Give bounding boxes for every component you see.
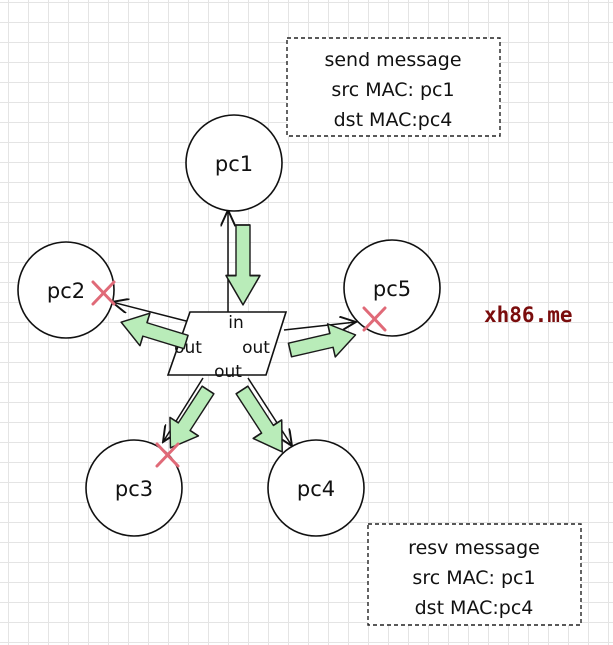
reject-mark-pc3 [155, 442, 180, 468]
recv-note-line3: dst MAC:pc4 [415, 597, 534, 619]
reject-mark-pc5 [362, 306, 387, 332]
send-message-note: send message src MAC: pc1 dst MAC:pc4 [286, 37, 501, 137]
flow-arrow-into-switch [225, 224, 261, 306]
switch-out-right-port: out [242, 338, 270, 358]
link-switch-pc5 [283, 322, 356, 330]
link-switch-pc2 [112, 302, 191, 323]
reject-mark-pc2 [91, 280, 116, 306]
receive-message-note: resv message src MAC: pc1 dst MAC:pc4 [367, 523, 582, 626]
send-note-line2: src MAC: pc1 [331, 79, 454, 101]
node-pc4-label: pc4 [297, 477, 335, 501]
node-pc5-label: pc5 [373, 277, 411, 301]
switch[interactable]: in out out out [166, 311, 288, 382]
node-pc1[interactable]: pc1 [185, 114, 283, 212]
node-pc5[interactable]: pc5 [343, 239, 441, 337]
recv-note-line2: src MAC: pc1 [412, 567, 535, 589]
switch-out-bottom-port: out [214, 362, 242, 382]
node-pc2[interactable]: pc2 [17, 241, 115, 339]
node-pc2-label: pc2 [47, 279, 85, 303]
watermark: xh86.me [484, 303, 573, 327]
flow-arrow-to-pc4 [226, 379, 298, 462]
send-note-line3: dst MAC:pc4 [334, 109, 453, 131]
link-switch-pc4 [247, 377, 292, 446]
node-pc3-label: pc3 [115, 477, 153, 501]
recv-note-line1: resv message [408, 537, 540, 559]
flow-arrow-to-pc3 [155, 379, 224, 458]
send-note-line1: send message [324, 49, 461, 71]
switch-in-port: in [228, 313, 244, 333]
node-pc4[interactable]: pc4 [267, 439, 365, 537]
node-pc1-label: pc1 [215, 152, 253, 176]
